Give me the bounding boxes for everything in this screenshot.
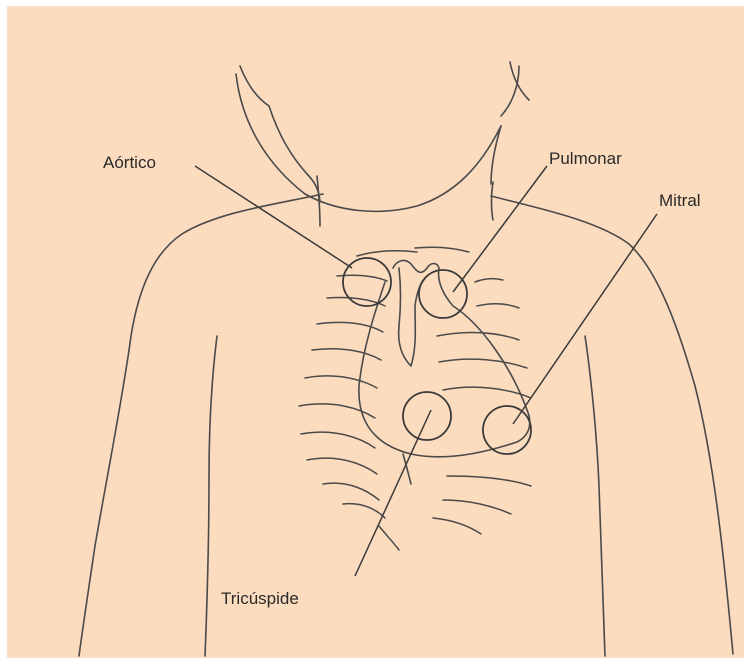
aortic-label: Aórtico: [103, 153, 156, 172]
mitral-label: Mitral: [659, 191, 701, 210]
tricuspid-label: Tricúspide: [221, 589, 299, 608]
diagram-background: [7, 6, 744, 658]
pulmonary-label: Pulmonar: [549, 149, 622, 168]
diagram-panel: Aórtico Pulmonar Mitral Tricúspide: [7, 6, 744, 658]
auscultation-diagram: Aórtico Pulmonar Mitral Tricúspide: [7, 6, 744, 658]
